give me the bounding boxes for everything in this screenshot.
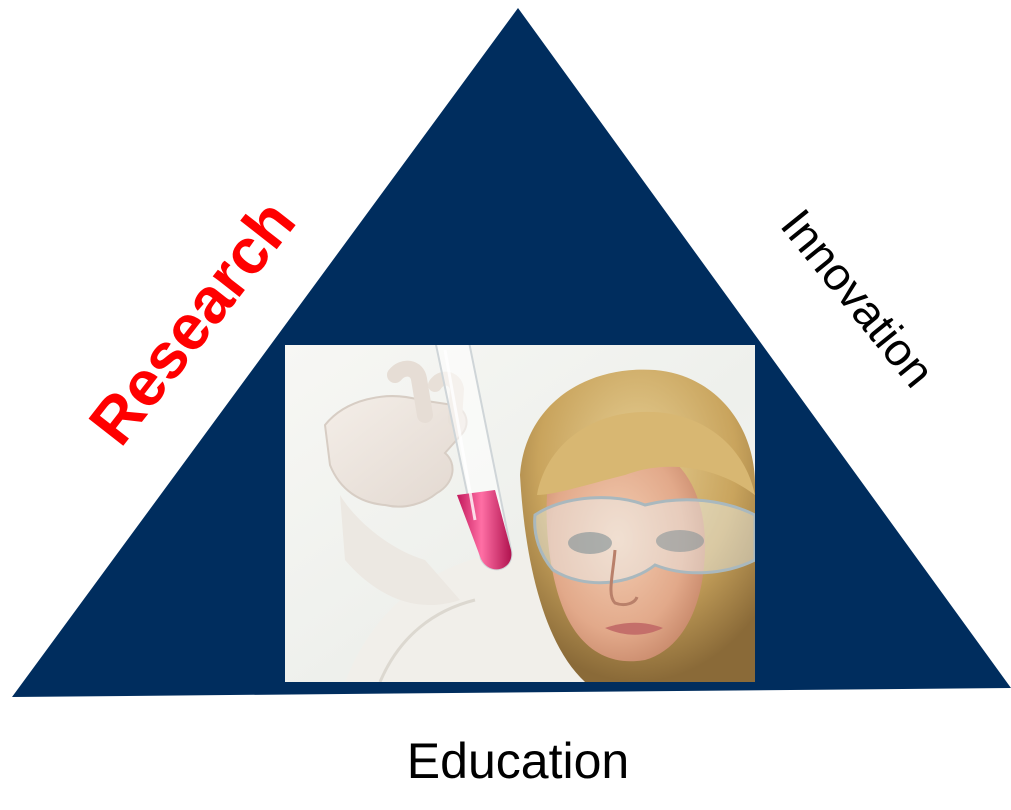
education-label: Education (406, 733, 630, 789)
scientist-photo (285, 345, 755, 682)
safety-goggles-icon (533, 496, 755, 585)
test-tube-icon (435, 345, 513, 571)
